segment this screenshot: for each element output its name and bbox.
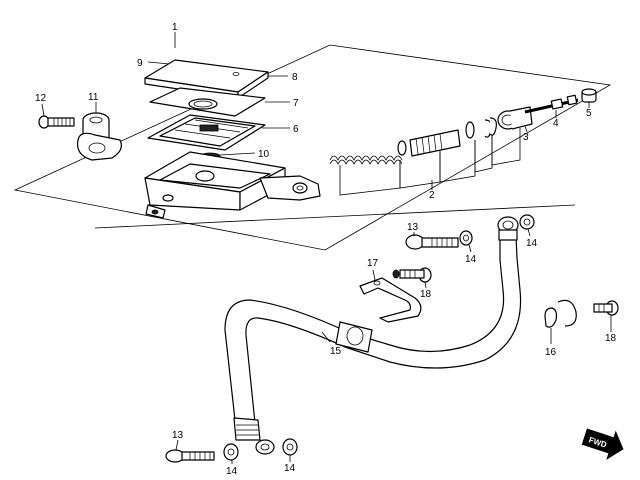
nut-5 bbox=[581, 88, 597, 108]
callout-5: 5 bbox=[586, 108, 592, 119]
callout-8: 8 bbox=[292, 72, 298, 83]
callout-18-mid: 18 bbox=[420, 289, 432, 300]
assembly-boundary-line bbox=[94, 204, 576, 229]
callout-13-upper: 13 bbox=[407, 222, 419, 233]
callout-6: 6 bbox=[293, 124, 299, 135]
callout-14-lower-left: 14 bbox=[226, 466, 238, 477]
callout-7: 7 bbox=[293, 98, 299, 109]
hose-clamp-17 bbox=[359, 269, 422, 323]
callout-17: 17 bbox=[367, 258, 379, 269]
callout-16: 16 bbox=[545, 347, 557, 358]
callout-15: 15 bbox=[330, 346, 342, 357]
reservoir-cap-8 bbox=[144, 59, 288, 99]
diaphragm-6 bbox=[147, 114, 290, 151]
callout-12: 12 bbox=[35, 93, 47, 104]
callout-18-right: 18 bbox=[605, 333, 617, 344]
banjo-bolt-13-lower bbox=[165, 439, 215, 463]
bolt-12 bbox=[38, 103, 75, 129]
callout-14-upper-right: 14 bbox=[526, 238, 538, 249]
boot-3 bbox=[497, 106, 533, 133]
master-cylinder-body bbox=[144, 151, 321, 219]
callout-14-upper-mid: 14 bbox=[465, 254, 477, 265]
bolt-18-right bbox=[593, 300, 619, 332]
banjo-bolt-13-upper bbox=[405, 232, 459, 250]
washer-14-upper-right bbox=[519, 214, 535, 237]
washer-14-lower-left bbox=[223, 443, 239, 464]
fwd-direction-badge: FWD bbox=[581, 428, 624, 460]
callout-3: 3 bbox=[523, 132, 529, 143]
callout-4: 4 bbox=[553, 118, 559, 129]
callout-10: 10 bbox=[258, 149, 270, 160]
piston-kit-2 bbox=[329, 117, 521, 196]
callout-9: 9 bbox=[137, 58, 143, 69]
clip-16 bbox=[544, 299, 577, 344]
callout-1: 1 bbox=[172, 22, 178, 33]
callout-14-lower-right: 14 bbox=[284, 463, 296, 474]
callout-11: 11 bbox=[88, 92, 99, 103]
callout-13-lower: 13 bbox=[172, 430, 184, 441]
washer-14-lower-right bbox=[282, 438, 298, 462]
washer-14-upper-mid bbox=[459, 230, 473, 253]
diaphragm-plate-7 bbox=[149, 87, 290, 117]
bolt-18-mid bbox=[392, 267, 432, 289]
bracket-11 bbox=[76, 102, 122, 161]
push-rod-4 bbox=[524, 94, 579, 118]
callout-2: 2 bbox=[429, 190, 435, 201]
clutch-hose-15 bbox=[224, 216, 522, 455]
